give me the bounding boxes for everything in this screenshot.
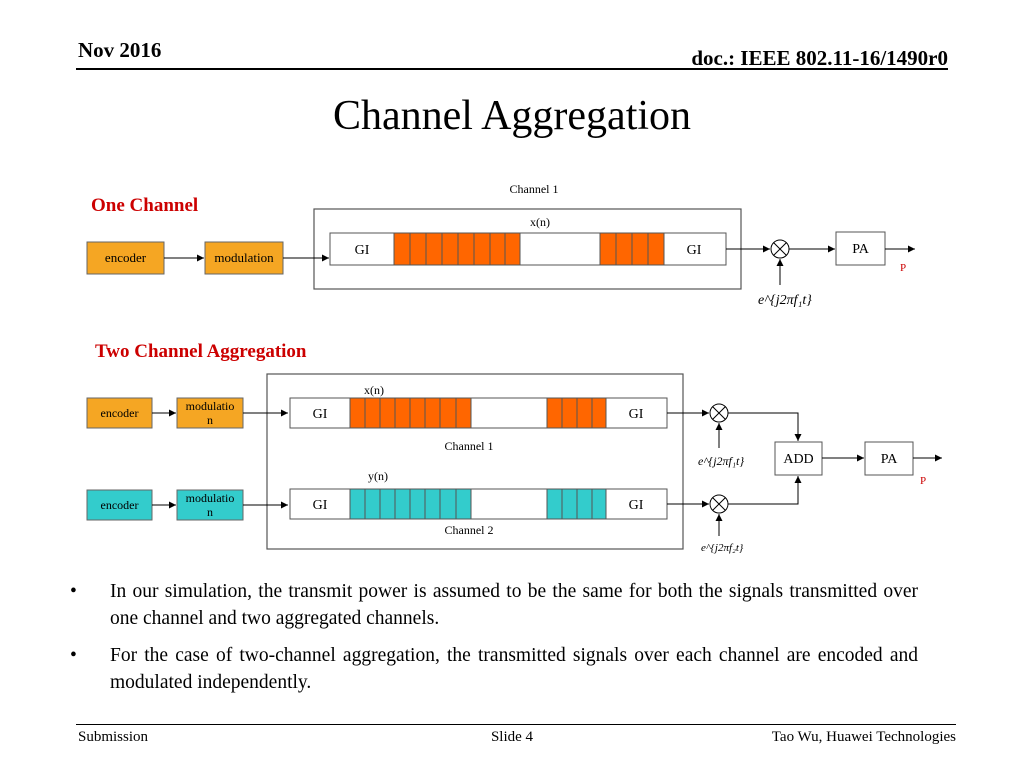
encoder1-block [86,397,153,429]
one-channel-label: One Channel [91,195,198,216]
symbol-strip-2 [289,488,668,520]
header-date: Nov 2016 [78,38,162,62]
bullet-text: For the case of two-channel aggregation,… [110,645,918,693]
arrow-mixer1-add [728,412,802,441]
gi-left-text: GI [355,243,370,258]
gi-1-right: GI [629,407,644,422]
channel2-label: Channel 2 [445,523,494,537]
add-text: ADD [783,452,813,467]
orange-subcarriers-a [393,232,521,266]
orange-subcarriers-row1-b [546,397,607,429]
encoder-text: encoder [105,250,147,265]
channel1-label-top: Channel 1 [510,182,559,196]
slide-title: Channel Aggregation [332,93,692,139]
modulation2-text-2: n [207,505,213,519]
footer-submission: Submission [78,729,149,745]
mixer2-icon [709,494,729,514]
signal-yn-label: y(n) [368,469,388,483]
modulation-block [204,241,284,275]
modulation2-text-1: modulatio [186,491,235,505]
gi-1-left: GI [313,407,328,422]
modulation-text: modulation [214,250,274,265]
gi-2-left: GI [313,498,328,513]
gi-2-right: GI [629,498,644,513]
two-channel-label: Two Channel Aggregation [95,341,307,362]
encoder2-text: encoder [101,498,139,512]
bullet-list: • In our simulation, the transmit power … [68,578,918,706]
pa-text-2: PA [881,452,899,467]
orange-subcarriers-row1-a [349,397,472,429]
carrier-f1-label-2: e^{j2πf₁t} [698,454,744,468]
modulation1-block [176,397,244,429]
modulation2-block [176,489,244,521]
add-block [774,441,823,476]
signal-xn-label-2: x(n) [364,383,384,397]
header-rule [76,68,948,70]
mixer1-icon [709,403,729,423]
carrier-f2-label: e^{j2πf₂t} [701,542,744,554]
channel1-label-mid: Channel 1 [445,439,494,453]
bullet-item: • For the case of two-channel aggregatio… [68,642,918,696]
mixer-icon [770,239,790,259]
footer-rule [76,724,956,725]
bullet-text: In our simulation, the transmit power is… [110,581,918,629]
orange-subcarriers-b [599,232,665,266]
cyan-subcarriers-row2-b [546,488,607,520]
bullet-item: • In our simulation, the transmit power … [68,578,918,632]
modulation1-text-2: n [207,413,213,427]
bullet-dot: • [70,581,77,602]
gi-right-text: GI [687,243,702,258]
footer-author: Tao Wu, Huawei Technologies [771,729,956,745]
modulation1-text-1: modulatio [186,399,235,413]
header-doc-id: doc.: IEEE 802.11-16/1490r0 [691,46,948,70]
output-p-label: P [900,262,906,274]
output-p-label-2: P [920,475,926,487]
pa-block-2 [864,441,914,476]
encoder1-text: encoder [101,406,139,420]
footer-slide-number: Slide 4 [490,729,534,745]
arrow-mixer2-add [728,476,802,505]
cyan-subcarriers-row2-a [349,488,472,520]
bullet-dot: • [70,645,77,666]
symbol-strip-1 [289,397,668,429]
pa-text: PA [852,242,870,257]
two-channel-frame [266,373,684,550]
carrier-f1-label: e^{j2πf₁t} [758,293,812,308]
symbol-strip [329,232,727,266]
signal-xn-label: x(n) [530,215,550,229]
encoder-block [86,241,165,275]
